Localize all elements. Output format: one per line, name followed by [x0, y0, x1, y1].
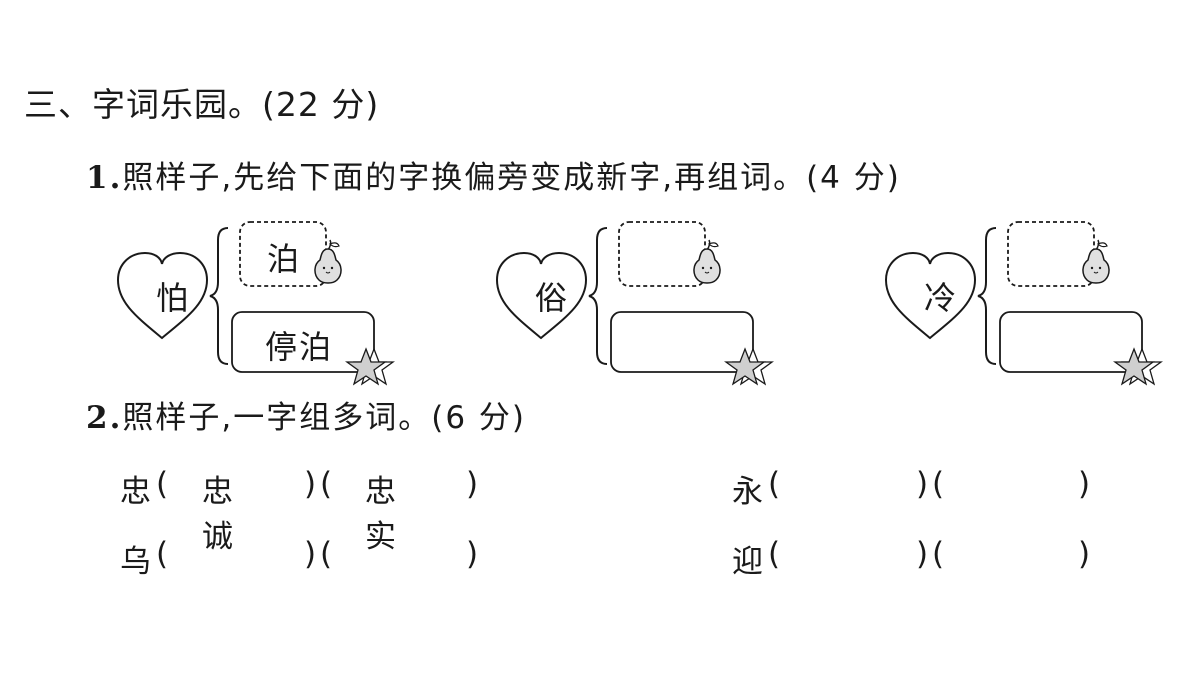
question-1-text: 照样子,先给下面的字换偏旁变成新字,再组词。(4 分)	[122, 160, 901, 196]
word-box	[231, 311, 375, 373]
close-paren: )	[466, 466, 479, 502]
word-answer[interactable]: 忠实	[365, 474, 399, 555]
word-answer[interactable]: 停泊	[264, 328, 333, 366]
exercise-group-3: 冷	[884, 218, 1176, 386]
new-character-answer[interactable]: 泊	[266, 240, 299, 278]
row-character: 永	[732, 474, 763, 510]
heart-frame	[884, 251, 977, 340]
question-1-title: 1.照样子,先给下面的字换偏旁变成新字,再组词。(4 分)	[86, 152, 901, 197]
close-paren: )	[466, 536, 479, 572]
row-character: 忠	[120, 474, 151, 510]
star-icon	[724, 347, 774, 386]
question-2-number: 2.	[86, 400, 123, 436]
close-paren: )	[304, 466, 317, 502]
star-icon	[345, 347, 395, 386]
open-paren: (	[768, 466, 781, 502]
new-char-box	[239, 221, 327, 287]
pear-icon	[1082, 239, 1110, 284]
close-paren: )	[304, 536, 317, 572]
group-2-decoration	[495, 221, 774, 386]
new-char-box	[618, 221, 706, 287]
question-1-number: 1.	[86, 160, 123, 196]
group-1-decoration	[116, 221, 395, 386]
exercise-group-2: 俗	[495, 218, 787, 386]
curly-brace	[977, 227, 997, 365]
question-2-text: 照样子,一字组多词。(6 分)	[122, 400, 526, 436]
group-3-decoration	[884, 221, 1163, 386]
close-paren: )	[1078, 466, 1091, 502]
row-character: 乌	[120, 544, 151, 580]
row-character: 迎	[732, 544, 763, 580]
pear-icon	[314, 239, 342, 284]
question-2-title: 2.照样子,一字组多词。(6 分)	[86, 392, 526, 437]
word-box	[999, 311, 1143, 373]
close-paren: )	[1078, 536, 1091, 572]
open-paren: (	[156, 466, 169, 502]
word-box	[610, 311, 754, 373]
open-paren: (	[932, 466, 945, 502]
heart-frame	[116, 251, 209, 340]
open-paren: (	[320, 466, 333, 502]
new-char-box	[1007, 221, 1095, 287]
open-paren: (	[932, 536, 945, 572]
pear-icon	[693, 239, 721, 284]
exercise-group-1: 怕 泊 停泊	[116, 218, 408, 386]
heart-character: 俗	[534, 279, 567, 317]
close-paren: )	[916, 466, 929, 502]
open-paren: (	[768, 536, 781, 572]
open-paren: (	[156, 536, 169, 572]
word-answer[interactable]: 忠诚	[202, 474, 236, 555]
section-title: 三、字词乐园。(22 分)	[24, 85, 380, 124]
heart-character: 怕	[155, 279, 188, 317]
star-icon	[1113, 347, 1163, 386]
curly-brace	[588, 227, 608, 365]
curly-brace	[209, 227, 229, 365]
close-paren: )	[916, 536, 929, 572]
heart-frame	[495, 251, 588, 340]
heart-character: 冷	[923, 279, 956, 317]
open-paren: (	[320, 536, 333, 572]
